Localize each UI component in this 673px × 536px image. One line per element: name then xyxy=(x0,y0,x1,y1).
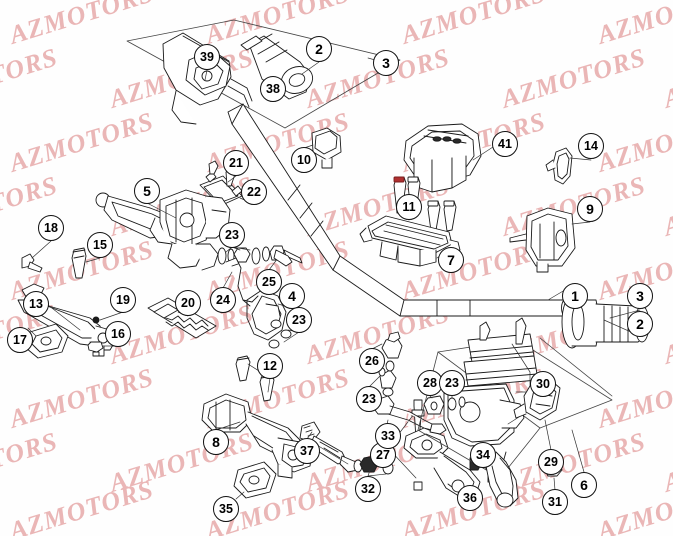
union-fitting-26 xyxy=(378,331,403,377)
clamp-bracket-17 xyxy=(25,323,69,359)
callout-spring-rod[interactable]: 37 xyxy=(294,438,320,464)
bracket-plate-22 xyxy=(199,171,243,207)
callout-clamp-plate[interactable]: 22 xyxy=(241,179,267,205)
callout-brake-hose[interactable]: 27 xyxy=(370,442,396,468)
callout-handlebar[interactable]: 1 xyxy=(562,283,588,309)
callout-switch-block[interactable]: 10 xyxy=(291,147,317,173)
group-boundary-3 xyxy=(126,19,401,129)
instrument-cluster-41 xyxy=(403,123,482,193)
callout-right-grip-rubber[interactable]: 2 xyxy=(627,311,653,337)
callout-cable-holder[interactable]: 35 xyxy=(213,496,239,522)
clutch-master-assembly-5 xyxy=(95,189,231,271)
throttle-grip-assembly xyxy=(240,33,314,100)
group-boundary-right-grip xyxy=(539,337,613,397)
brake-hose-27 xyxy=(371,369,447,435)
hose-guide-4 xyxy=(246,289,292,349)
callout-front-brake-master-cylinder-set[interactable]: 6 xyxy=(571,472,597,498)
banjo-bolt-25 xyxy=(273,249,293,267)
callout-lever-guard[interactable]: 29 xyxy=(538,449,564,475)
pivot-screw-33 xyxy=(411,399,425,491)
callout-washer-nut-set[interactable]: 23 xyxy=(219,222,245,248)
bleed-fitting-24 xyxy=(225,257,259,307)
callout-bleed-screw[interactable]: 24 xyxy=(210,287,236,313)
lever-pin-19 xyxy=(92,316,100,324)
callout-cluster-screws[interactable]: 11 xyxy=(396,194,422,220)
cable-clamp-14 xyxy=(545,147,573,185)
callout-clamp-bracket[interactable]: 17 xyxy=(7,327,33,353)
cable-holder-35 xyxy=(233,461,277,499)
callout-pivot-bolt[interactable]: 18 xyxy=(38,215,64,241)
callout-hose-guide[interactable]: 4 xyxy=(279,283,305,309)
callout-throttle-tube[interactable]: 38 xyxy=(260,76,286,102)
callout-handlebar-clamp[interactable]: 8 xyxy=(203,429,229,455)
callout-nut[interactable]: 31 xyxy=(542,489,568,515)
spring-pin-20 xyxy=(147,297,217,339)
callout-union-fitting[interactable]: 26 xyxy=(359,348,385,374)
callout-washer-set[interactable]: 23 xyxy=(286,307,312,333)
callout-banjo-bolt[interactable]: 25 xyxy=(256,269,282,295)
adjuster-screw-15 xyxy=(71,247,87,279)
callout-brake-lever[interactable]: 36 xyxy=(457,485,483,511)
mount-bolts-12 xyxy=(235,355,275,402)
callout-bracket-screw[interactable]: 21 xyxy=(223,150,249,176)
left-switch-block-9 xyxy=(509,207,576,273)
callout-right-grip-set[interactable]: 3 xyxy=(627,283,653,309)
pivot-bolt-18 xyxy=(21,253,43,273)
callout-right-grip[interactable]: 2 xyxy=(306,36,332,62)
right-grip-assembly xyxy=(561,295,650,349)
callout-adjuster-bolt[interactable]: 34 xyxy=(470,442,496,468)
callout-bushing[interactable]: 32 xyxy=(355,476,381,502)
callout-pivot-screw[interactable]: 33 xyxy=(375,423,401,449)
callout-cable-clamp[interactable]: 14 xyxy=(578,133,604,159)
callout-adjuster-screw[interactable]: 15 xyxy=(87,232,113,258)
callout-washer[interactable]: 23 xyxy=(356,386,382,412)
callout-sealing-washer[interactable]: 23 xyxy=(439,370,465,396)
callout-mount-bolts[interactable]: 12 xyxy=(257,353,283,379)
callout-handlebar-riser[interactable]: 7 xyxy=(438,247,464,273)
callout-throttle-housing[interactable]: 39 xyxy=(194,44,220,70)
callout-left-switch-block[interactable]: 9 xyxy=(577,196,603,222)
callout-grip-set-boundary[interactable]: 3 xyxy=(373,50,399,76)
lock-nut-16 xyxy=(87,341,104,357)
switch-block-10 xyxy=(311,127,342,169)
callout-clutch-lever-assembly[interactable]: 5 xyxy=(134,178,160,204)
spring-rod-37 xyxy=(299,421,363,473)
callout-reservoir-cap-kit[interactable]: 30 xyxy=(530,371,556,397)
callout-clutch-lever[interactable]: 13 xyxy=(23,291,49,317)
callout-spring-pin[interactable]: 20 xyxy=(175,290,201,316)
handlebar-riser-7 xyxy=(359,215,461,267)
callout-lock-nut[interactable]: 16 xyxy=(105,321,131,347)
callout-instrument-cluster[interactable]: 41 xyxy=(492,131,518,157)
callout-lever-pin[interactable]: 19 xyxy=(110,287,136,313)
